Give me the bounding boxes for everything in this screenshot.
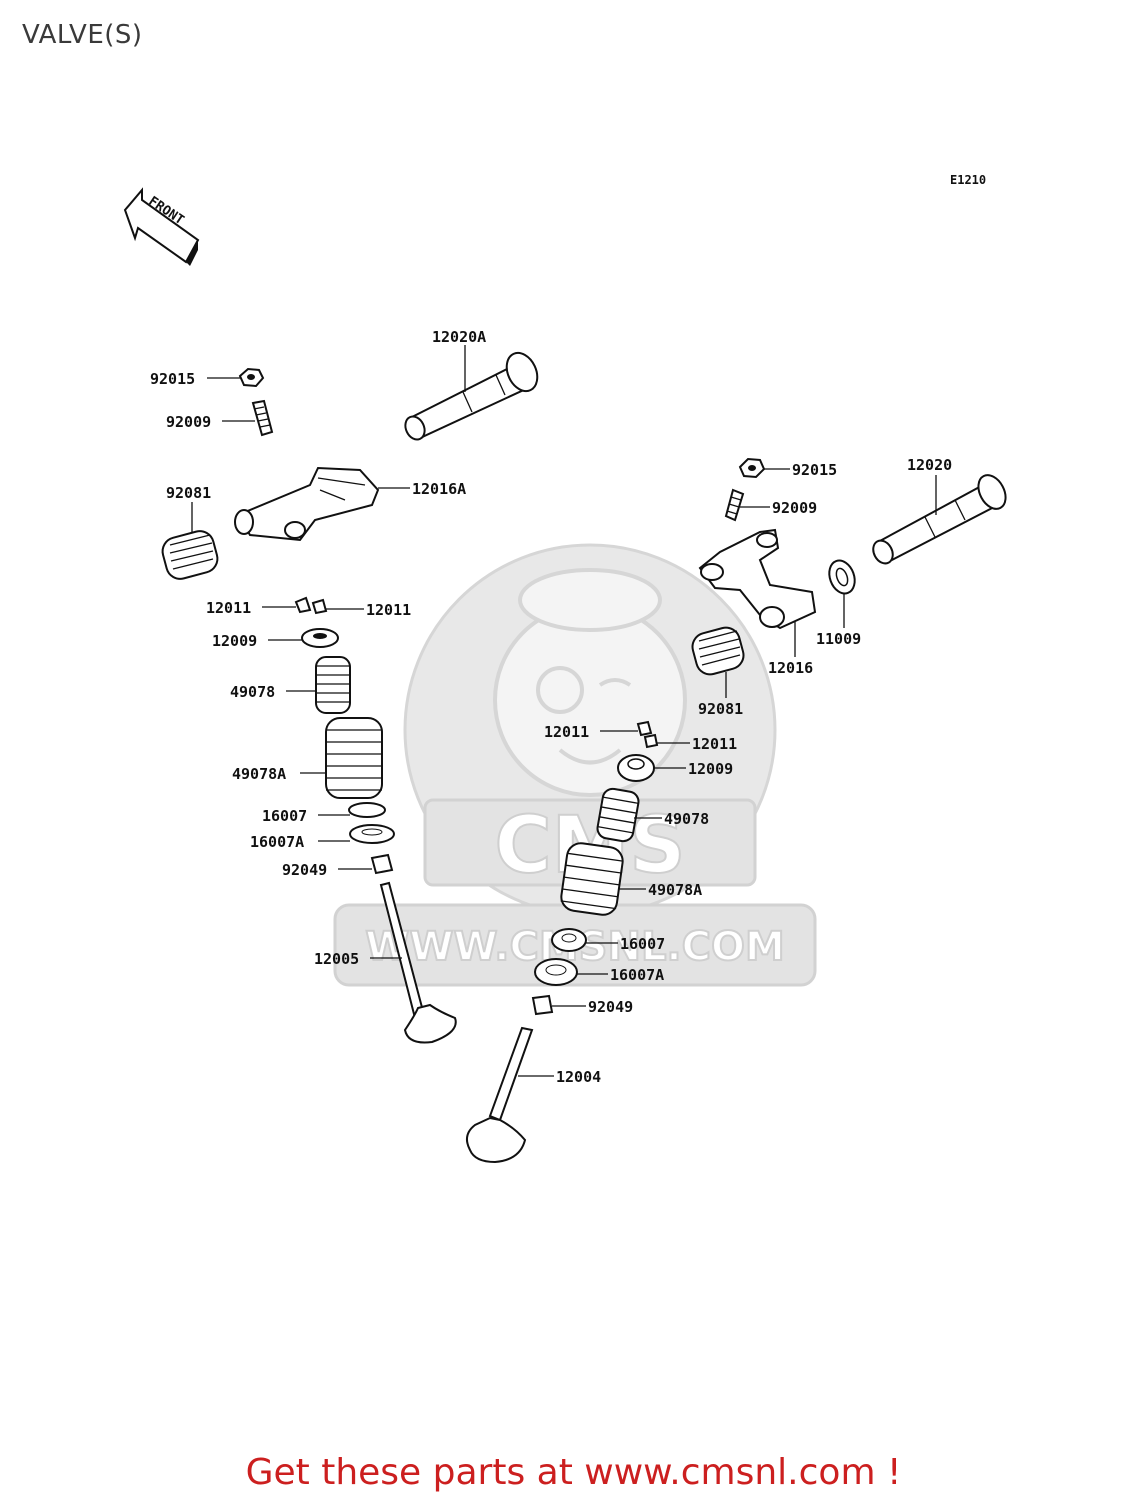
label-12009-left: 12009 (212, 632, 257, 650)
label-49078-right: 49078 (664, 810, 709, 828)
seat-16007A-left (349, 824, 395, 844)
label-92049-left: 92049 (282, 861, 327, 879)
screw-92009-left (251, 399, 274, 437)
footer-promo-text[interactable]: Get these parts at www.cmsnl.com ! (245, 1452, 902, 1493)
seal-92049-right (531, 994, 554, 1016)
shaft-12020 (872, 474, 1007, 565)
keeper-12011-right (636, 720, 659, 749)
label-92009-left: 92009 (166, 413, 211, 431)
label-92015-right: 92015 (792, 461, 837, 479)
label-92081-right: 92081 (698, 700, 743, 718)
label-12016A: 12016A (412, 480, 466, 498)
label-49078A-right: 49078A (648, 881, 702, 899)
label-16007A-right: 16007A (610, 966, 664, 984)
washer-11009 (828, 559, 856, 595)
label-16007-right: 16007 (620, 935, 665, 953)
nut-92015-left (238, 367, 265, 388)
label-12004: 12004 (556, 1068, 601, 1086)
retainer-12009-left (301, 628, 339, 648)
label-12011-right-b: 12011 (692, 735, 737, 753)
label-12011-left-b: 12011 (366, 601, 411, 619)
label-12011-right-a: 12011 (544, 723, 589, 741)
keeper-12011-left (294, 596, 328, 615)
valve-12005 (379, 881, 457, 1044)
spring-92081-right (691, 626, 745, 676)
seat-16007A-right (534, 958, 578, 986)
nut-92015-right (738, 457, 766, 479)
parts-diagram: CMS WWW.CMSNL.COM E1210 FRONT (123, 173, 1007, 1164)
label-12020A: 12020A (432, 328, 486, 346)
label-12005: 12005 (314, 950, 359, 968)
screw-92009-right (724, 488, 745, 522)
label-49078A-left: 49078A (232, 765, 286, 783)
valve-12004 (465, 1026, 534, 1164)
label-12009-right: 12009 (688, 760, 733, 778)
label-92081-left: 92081 (166, 484, 211, 502)
label-12016: 12016 (768, 659, 813, 677)
spring-49078-left (315, 656, 351, 714)
retainer-12009-right (617, 754, 655, 782)
label-92015-left: 92015 (150, 370, 195, 388)
label-12011-left-a: 12011 (206, 599, 251, 617)
label-16007A-left: 16007A (250, 833, 304, 851)
page-title: VALVE(S) (22, 20, 143, 50)
rocker-arm-12016 (698, 528, 817, 630)
seat-16007-right (551, 928, 587, 952)
label-12020: 12020 (907, 456, 952, 474)
rocker-arm-12016A (234, 466, 380, 542)
seat-16007-left (348, 802, 386, 818)
spring-92081-left (161, 530, 219, 580)
spring-49078A-left (325, 717, 383, 799)
label-92049-right: 92049 (588, 998, 633, 1016)
diagram-code: E1210 (950, 173, 986, 187)
label-49078-left: 49078 (230, 683, 275, 701)
label-92009-right: 92009 (772, 499, 817, 517)
label-11009: 11009 (816, 630, 861, 648)
shaft-12020A (404, 351, 539, 441)
leader-lines (191, 345, 937, 1077)
seal-92049-left (370, 853, 394, 875)
front-arrow-icon: FRONT (123, 187, 200, 266)
label-16007-left: 16007 (262, 807, 307, 825)
spring-49078A-right (560, 842, 624, 916)
spring-49078-right (596, 787, 640, 843)
